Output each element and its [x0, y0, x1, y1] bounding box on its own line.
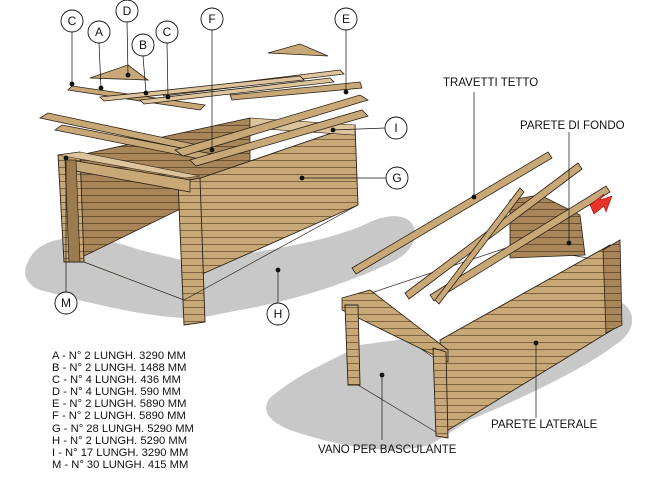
- legend-item: M - N° 30 LUNGH. 415 MM: [52, 458, 189, 471]
- callout-c-right-text: C: [163, 25, 172, 39]
- callout-c-left-text: C: [68, 14, 77, 28]
- legend-item: B - N° 2 LUNGH. 1488 MM: [52, 362, 187, 375]
- roof-beams: [38, 81, 369, 167]
- callout-i: I: [384, 116, 408, 140]
- door-frame-m: [64, 159, 81, 263]
- back-wall-arrow: [589, 193, 613, 215]
- legend-item: A - N° 2 LUNGH. 3290 MM: [52, 350, 186, 362]
- floor-line: [83, 204, 359, 301]
- callout-i-text: I: [394, 121, 397, 135]
- front-right-post: [432, 347, 449, 439]
- callout-h-text: H: [274, 307, 283, 321]
- gable-e: [267, 43, 329, 57]
- callout-a: A: [87, 20, 111, 44]
- legend-item: C - N° 4 LUNGH. 436 MM: [52, 374, 181, 387]
- roof-joists: [351, 151, 611, 305]
- callout-d-text: D: [123, 4, 132, 18]
- label-back-wall: PARETE DI FONDO: [520, 120, 625, 132]
- legend-item: G - N° 28 LUNGH. 5290 MM: [52, 422, 194, 435]
- legend-item: I - N° 17 LUNGH. 3290 MM: [52, 446, 189, 459]
- callout-h: H: [266, 302, 290, 326]
- callout-f: F: [200, 7, 224, 31]
- legend-item: D - N° 4 LUNGH. 590 MM: [52, 386, 181, 399]
- callout-m-text: M: [61, 296, 71, 310]
- leader-lines: [65, 21, 386, 303]
- callout-b: B: [131, 33, 155, 57]
- callout-m: M: [54, 291, 78, 315]
- front-left-post: [344, 304, 361, 386]
- callout-g: G: [385, 166, 409, 190]
- callout-c-left: C: [60, 9, 84, 33]
- label-roof-joists: TRAVETTI TETTO: [443, 77, 538, 89]
- legend-item: E - N° 2 LUNGH. 5890 MM: [52, 398, 187, 411]
- parts-legend: A - N° 2 LUNGH. 3290 MM B - N° 2 LUNGH. …: [52, 350, 194, 471]
- legend-item: H - N° 2 LUNGH. 5290 MM: [52, 434, 188, 447]
- left-wall-top: [57, 151, 201, 179]
- callout-f-text: F: [208, 12, 215, 26]
- label-side-wall: PARETE LATERALE: [491, 419, 598, 431]
- door-opening-outline: [357, 384, 437, 433]
- gable-d: [89, 64, 150, 81]
- callout-c-right: C: [155, 20, 179, 44]
- assembled-leader-lines: [381, 92, 570, 440]
- exploded-view: C A D B C F E I: [25, 0, 416, 326]
- callout-b-text: B: [139, 38, 147, 52]
- front-corner-post: [177, 177, 206, 326]
- callout-g-text: G: [392, 171, 401, 185]
- label-door-opening: VANO PER BASCULANTE: [318, 444, 457, 456]
- right-end-post: [602, 239, 623, 334]
- front-gable: [341, 289, 449, 363]
- callout-e: E: [334, 7, 358, 31]
- ground-shadow-left: [25, 216, 416, 319]
- callout-e-text: E: [342, 12, 350, 26]
- callout-d: D: [115, 0, 139, 23]
- assembled-view: TRAVETTI TETTO PARETE DI FONDO PARETE LA…: [266, 77, 633, 456]
- legend-item: F - N° 2 LUNGH. 5890 MM: [52, 410, 186, 423]
- roof-purlins-e: [99, 69, 345, 105]
- callout-a-text: A: [95, 25, 103, 39]
